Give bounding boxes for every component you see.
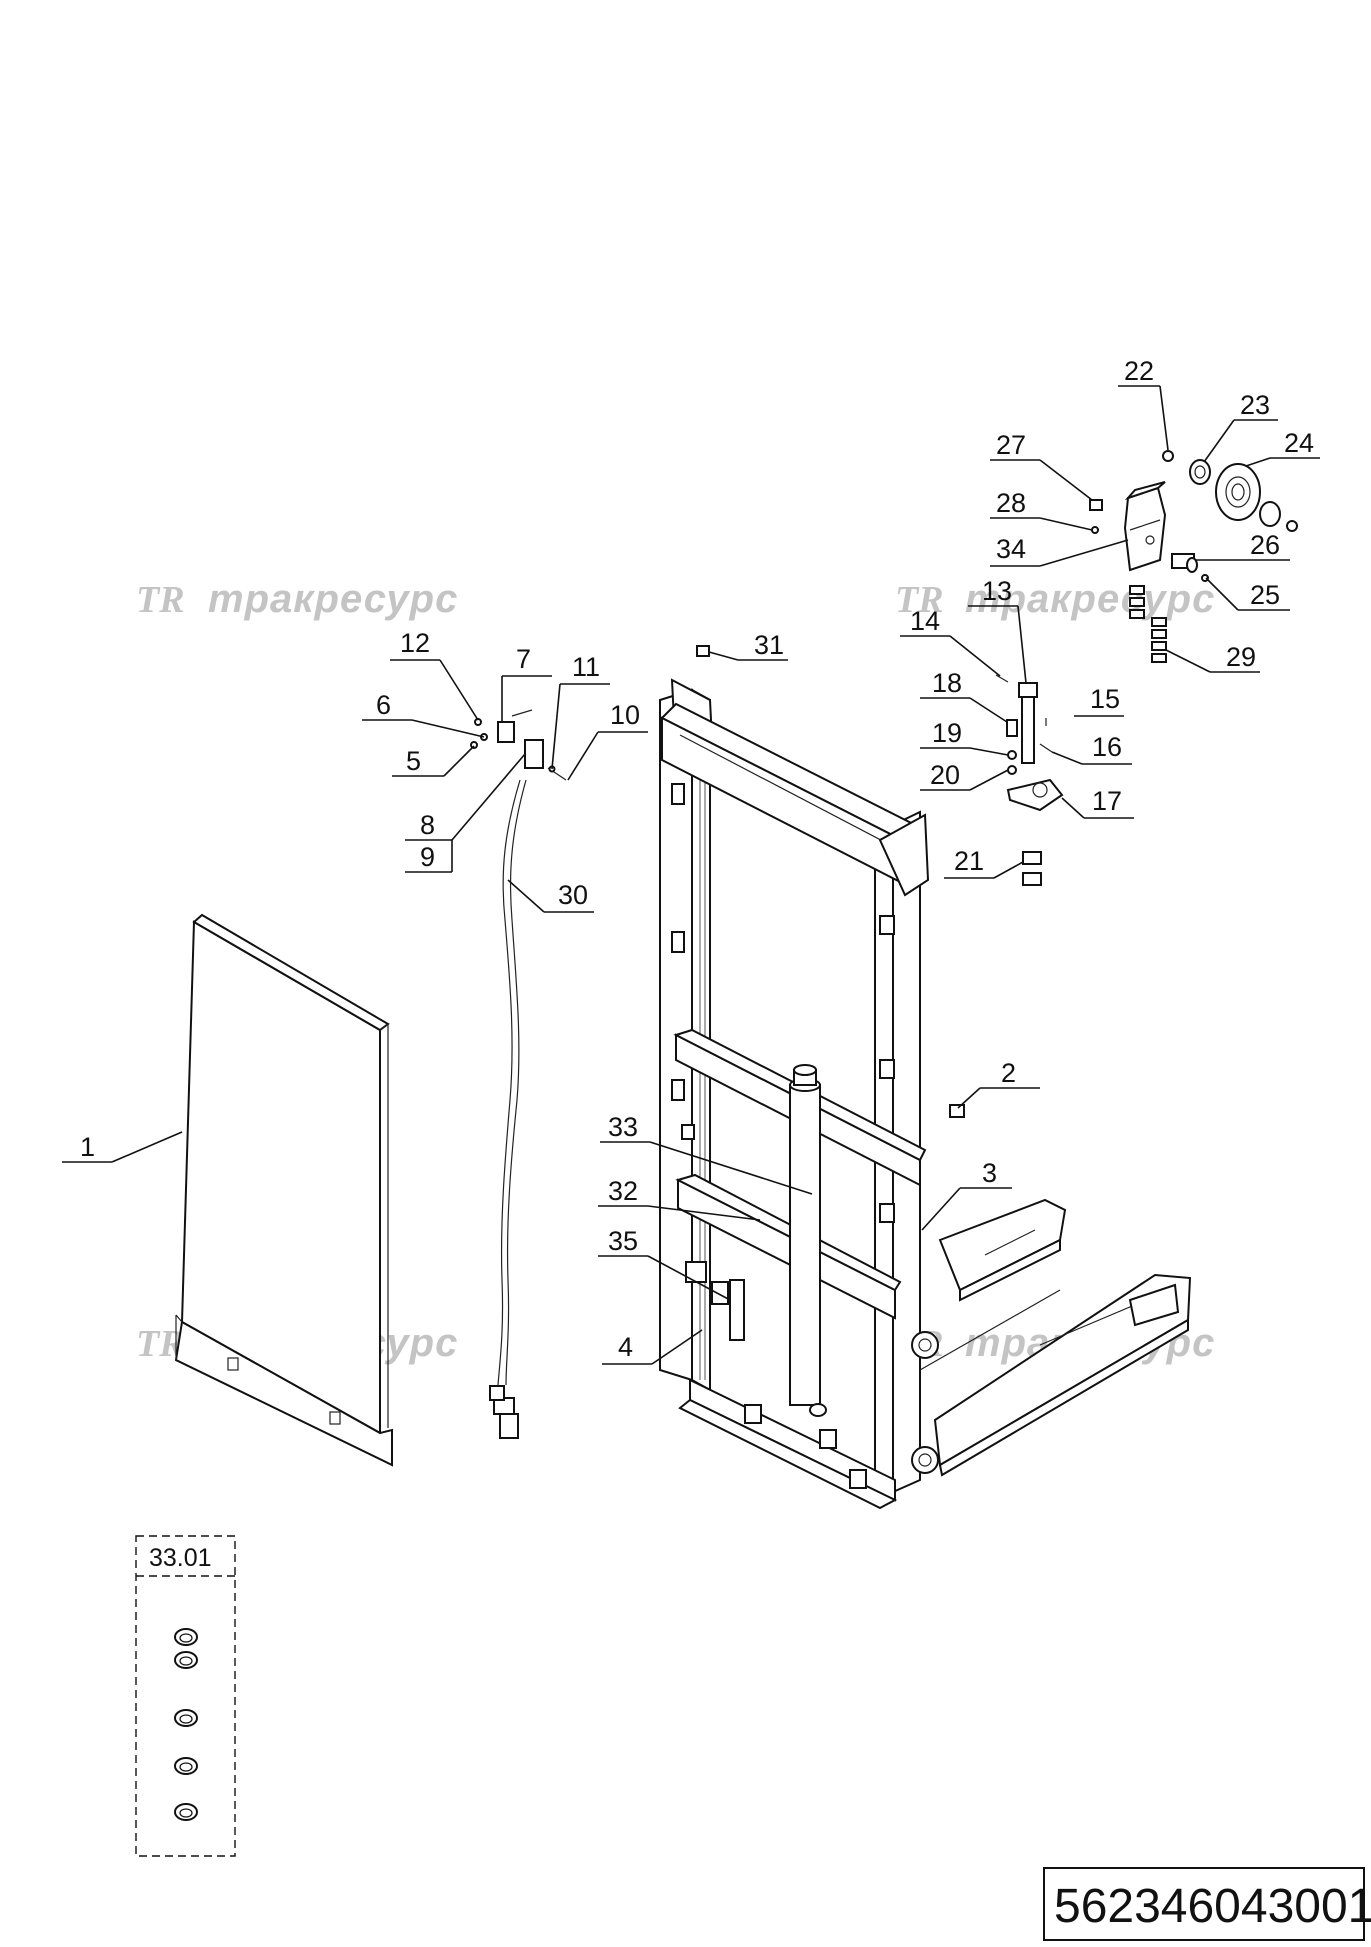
kit-seal-rings <box>174 1628 198 1821</box>
seal-ring <box>174 1757 198 1775</box>
watermark-logo: TR <box>895 579 944 621</box>
part-panel-cover <box>174 913 393 1467</box>
seal-ring-inner <box>179 1656 193 1666</box>
callout-30: 30 <box>558 880 588 910</box>
callout-24: 24 <box>1284 428 1314 458</box>
callout-31: 31 <box>754 630 784 660</box>
callout-3: 3 <box>982 1158 997 1188</box>
callout-4: 4 <box>618 1332 633 1362</box>
callout-11: 11 <box>572 652 600 682</box>
callout-16: 16 <box>1092 732 1122 762</box>
seal-ring <box>174 1803 198 1821</box>
callout-25: 25 <box>1250 580 1280 610</box>
callout-28: 28 <box>996 488 1026 518</box>
watermark-text: тракресурс <box>208 577 458 621</box>
callout-6: 6 <box>376 690 391 720</box>
part-mast-frame <box>659 645 1192 1510</box>
callout-22: 22 <box>1124 356 1154 386</box>
callout-19: 19 <box>932 718 962 748</box>
watermark-top-right: TR тракресурс <box>895 577 1215 621</box>
part-top-pulley <box>1089 450 1298 663</box>
leader-lines <box>62 385 1320 1365</box>
document-number: 562346043001 <box>1054 1880 1371 1933</box>
callout-12: 12 <box>400 628 430 658</box>
callout-15: 15 <box>1090 684 1120 714</box>
part-pulley-bracket <box>995 674 1064 886</box>
kit-title: 33.01 <box>149 1544 212 1572</box>
callout-1: 1 <box>80 1132 95 1162</box>
callout-23: 23 <box>1240 390 1270 420</box>
part-cable <box>489 779 527 1439</box>
callout-34: 34 <box>996 534 1026 564</box>
callout-27: 27 <box>996 430 1026 460</box>
callout-14: 14 <box>910 606 940 636</box>
callout-9: 9 <box>420 842 435 872</box>
seal-ring-inner <box>179 1762 193 1772</box>
seal-ring-inner <box>179 1714 193 1724</box>
callout-26: 26 <box>1250 530 1280 560</box>
callout-29: 29 <box>1226 642 1256 672</box>
seal-ring <box>174 1651 198 1669</box>
seal-ring <box>174 1709 198 1727</box>
callout-10: 10 <box>610 700 640 730</box>
callout-18: 18 <box>932 668 962 698</box>
watermark-top-left: TR тракресурс <box>136 577 458 621</box>
callout-32: 32 <box>608 1176 638 1206</box>
watermark-logo: TR <box>136 579 185 621</box>
kit-box: 33.01 <box>135 1535 236 1857</box>
callout-labels: 1 2 3 4 5 6 7 8 9 10 11 12 13 14 15 16 1… <box>80 356 1314 1362</box>
callout-35: 35 <box>608 1226 638 1256</box>
callout-8: 8 <box>420 810 435 840</box>
callout-13: 13 <box>982 576 1012 606</box>
callout-21: 21 <box>954 846 984 876</box>
callout-5: 5 <box>406 746 421 776</box>
callout-2: 2 <box>1001 1058 1016 1088</box>
seal-ring-inner <box>179 1808 193 1818</box>
callout-33: 33 <box>608 1112 638 1142</box>
seal-ring <box>174 1628 198 1646</box>
part-sensor-bracket <box>470 709 567 781</box>
document-number-box: 562346043001 <box>1043 1867 1371 1941</box>
seal-ring-inner <box>179 1633 193 1643</box>
callout-17: 17 <box>1092 786 1122 816</box>
callout-20: 20 <box>930 760 960 790</box>
callout-7: 7 <box>516 644 531 674</box>
watermark-text: тракресурс <box>965 577 1215 621</box>
